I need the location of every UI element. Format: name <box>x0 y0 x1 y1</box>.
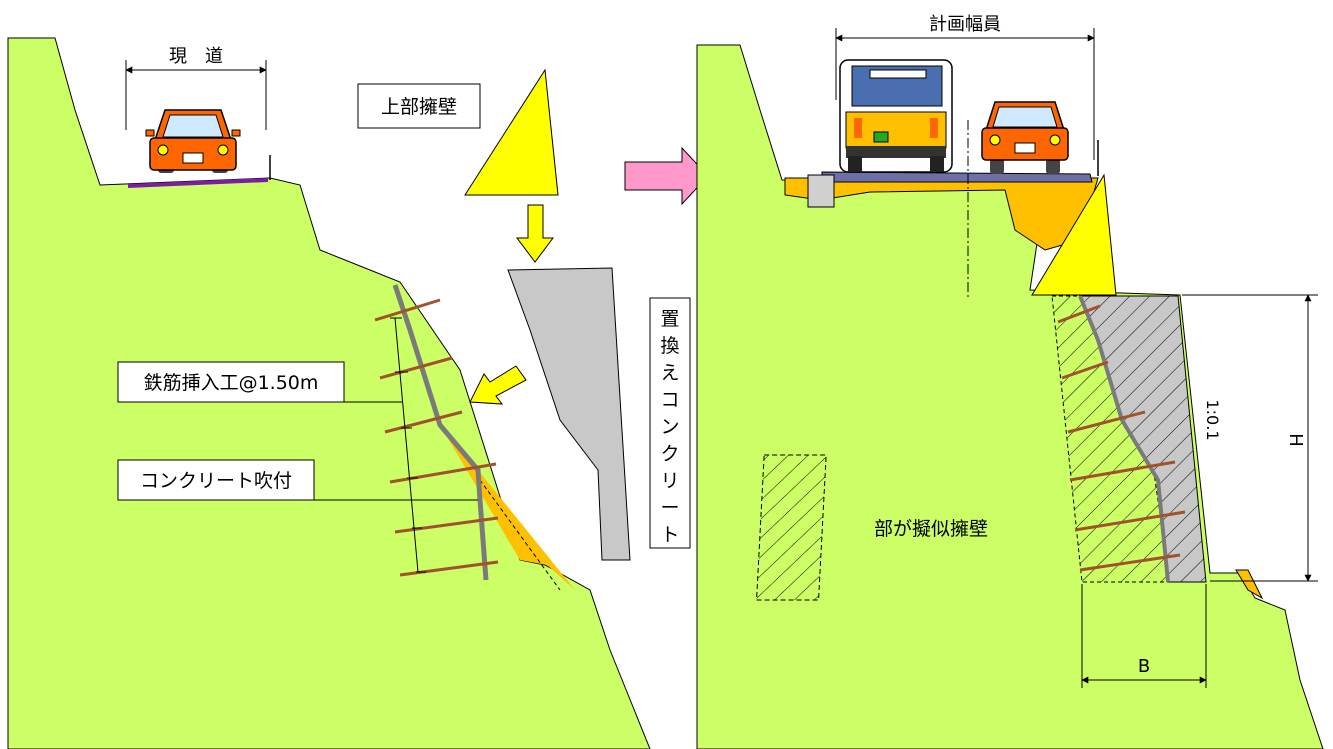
right-car-icon <box>981 101 1069 174</box>
rebar-label-box <box>117 361 345 403</box>
replacement-label-box <box>649 297 691 549</box>
rebar-label: 鉄筋挿入工@1.50m <box>144 372 319 394</box>
slope-label: 1:0.1 <box>1203 399 1222 440</box>
down-arrow <box>516 204 554 263</box>
svg-text:ト: ト <box>660 524 679 546</box>
pseudo-wall-label: 部が擬似擁壁 <box>874 518 988 540</box>
shotcrete-label-box <box>117 459 315 501</box>
side-ditch <box>807 174 835 208</box>
right-upper-wall <box>1031 173 1117 296</box>
svg-text:コ: コ <box>660 389 679 411</box>
replacement-label: 置 換 え コ ン ク リ ー ト <box>660 308 679 546</box>
base-label: B <box>1138 656 1150 677</box>
right-panel: 計画幅員 部が擬似擁壁 H 1:0.1 B <box>696 14 1324 749</box>
svg-text:換: 換 <box>660 335 679 357</box>
right-shotcrete-line <box>1078 295 1170 583</box>
planned-width-label: 計画幅員 <box>929 14 1001 35</box>
upper-wall-block <box>464 68 559 196</box>
svg-text:リ: リ <box>660 470 679 492</box>
toe-fill <box>1235 569 1264 600</box>
pseudo-wall-legend-swatch <box>756 454 827 601</box>
svg-text:え: え <box>660 362 679 384</box>
svg-text:ク: ク <box>660 443 679 465</box>
transition-arrow <box>624 146 709 206</box>
right-rebar-anchors <box>1057 304 1186 572</box>
road-label: 現 道 <box>169 46 223 67</box>
car-icon <box>145 109 241 173</box>
shotcrete-line <box>392 284 489 581</box>
svg-text:ー: ー <box>660 497 679 519</box>
diagonal-arrow <box>469 365 527 405</box>
rebar-anchors <box>374 298 499 577</box>
replacement-concrete <box>507 267 631 561</box>
shotcrete-label: コンクリート吹付 <box>140 470 292 492</box>
existing-road-surface <box>127 178 269 188</box>
svg-text:ン: ン <box>660 416 679 438</box>
left-panel: 現 道 上部擁壁 置 換 え コ ン ク リ ー ト 鉄筋挿入工@1.50m コ… <box>7 37 691 749</box>
upper-wall-label-box <box>357 83 481 129</box>
upper-wall-label: 上部擁壁 <box>381 96 457 118</box>
svg-text:置: 置 <box>660 308 679 330</box>
bus-icon <box>839 59 953 173</box>
height-label: H <box>1285 433 1306 447</box>
